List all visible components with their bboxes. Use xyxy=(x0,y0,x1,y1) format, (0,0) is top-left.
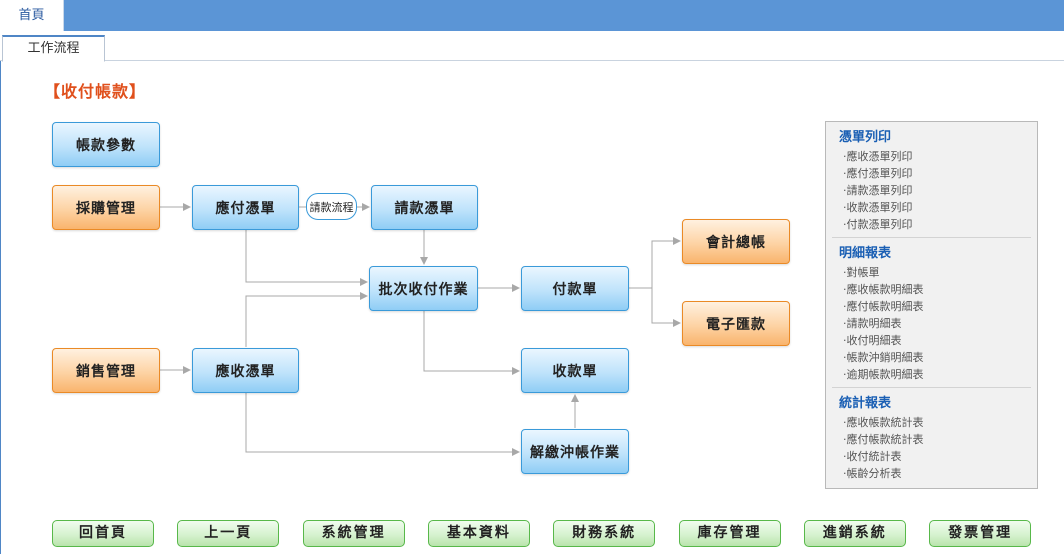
panel-report-link[interactable]: ‧應收帳款明細表 xyxy=(843,283,924,296)
panel-report-link[interactable]: ‧收付統計表 xyxy=(843,450,902,463)
bottom-nav-button[interactable]: 進銷系統 xyxy=(803,520,906,547)
panel-report-link[interactable]: ‧收款憑單列印 xyxy=(843,201,913,214)
bottom-nav-button[interactable]: 發票管理 xyxy=(929,520,1032,547)
arrow-receivable-to-offset xyxy=(245,393,520,456)
panel-report-link[interactable]: ‧請款明細表 xyxy=(843,317,902,330)
bottom-nav-button[interactable]: 上一頁 xyxy=(177,520,280,547)
sub-tab-bar: 工作流程 xyxy=(0,31,1064,62)
node-electronic-transfer[interactable]: 電子匯款 xyxy=(682,301,790,346)
panel-report-link[interactable]: ‧付款憑單列印 xyxy=(843,218,913,231)
arrow-batch-to-receipt xyxy=(423,311,520,375)
bottom-nav-button[interactable]: 回首頁 xyxy=(52,520,154,547)
node-offset-operation[interactable]: 解繳沖帳作業 xyxy=(521,429,629,474)
panel-divider xyxy=(832,237,1031,238)
panel-divider xyxy=(832,387,1031,388)
panel-report-link[interactable]: ‧收付明細表 xyxy=(843,334,902,347)
panel-group: 憑單列印 ‧應收憑單列印 ‧應付憑單列印 ‧請款憑單列印 ‧收款憑單列印 ‧付款憑單列印 xyxy=(826,128,1037,233)
panel-group: 統計報表 ‧應收帳款統計表 ‧應付帳款統計表 ‧收付統計表 ‧帳齡分析表 xyxy=(826,394,1037,482)
page-title: 【收付帳款】 xyxy=(44,82,147,101)
panel-report-link[interactable]: ‧逾期帳款明細表 xyxy=(843,368,924,381)
panel-report-link[interactable]: ‧應付憑單列印 xyxy=(843,167,913,180)
arrow-to-ledger xyxy=(651,237,681,288)
node-general-ledger[interactable]: 會計總帳 xyxy=(682,219,790,264)
node-receivable-voucher[interactable]: 應收憑單 xyxy=(192,348,299,393)
node-account-params[interactable]: 帳款參數 xyxy=(52,122,160,167)
node-request-voucher[interactable]: 請款憑單 xyxy=(371,185,478,230)
node-receipt-slip[interactable]: 收款單 xyxy=(521,348,629,393)
panel-report-link[interactable]: ‧應付帳款明細表 xyxy=(843,300,924,313)
bottom-nav-button[interactable]: 庫存管理 xyxy=(678,520,781,547)
node-sales-management[interactable]: 銷售管理 xyxy=(52,348,160,393)
tab-workflow[interactable]: 工作流程 xyxy=(2,35,105,62)
report-panel: 憑單列印 ‧應收憑單列印 ‧應付憑單列印 ‧請款憑單列印 ‧收款憑單列印 ‧付款憑單列印明… xyxy=(825,121,1038,489)
panel-report-link[interactable]: ‧應收憑單列印 xyxy=(843,150,913,163)
bottom-nav-button[interactable]: 基本資料 xyxy=(427,520,530,547)
panel-report-link[interactable]: ‧請款憑單列印 xyxy=(843,184,913,197)
arrow-receivable-to-batch xyxy=(245,292,368,347)
bottom-nav-button[interactable]: 財務系統 xyxy=(553,520,656,547)
node-purchase-management[interactable]: 採購管理 xyxy=(52,185,160,230)
panel-group-title[interactable]: 統計報表 xyxy=(839,396,892,411)
node-payable-voucher[interactable]: 應付憑單 xyxy=(192,185,299,230)
left-border xyxy=(0,61,1,554)
panel-group-title[interactable]: 明細報表 xyxy=(839,246,892,261)
arrow-payable-to-batch xyxy=(245,230,368,286)
bottom-nav-button[interactable]: 系統管理 xyxy=(302,520,405,547)
node-payment-slip[interactable]: 付款單 xyxy=(521,266,629,311)
arrow-to-transfer xyxy=(651,288,681,327)
node-batch-payment[interactable]: 批次收付作業 xyxy=(369,266,478,311)
top-bar: 首頁 xyxy=(0,0,1064,31)
panel-report-link[interactable]: ‧應付帳款統計表 xyxy=(843,433,924,446)
panel-report-link[interactable]: ‧帳齡分析表 xyxy=(843,467,902,480)
panel-report-link[interactable]: ‧對帳單 xyxy=(843,266,880,279)
panel-group: 明細報表 ‧對帳單 ‧應收帳款明細表 ‧應付帳款明細表 ‧請款明細表 ‧收付明細表 ‧帳款沖… xyxy=(826,244,1037,383)
panel-report-link[interactable]: ‧帳款沖銷明細表 xyxy=(843,351,924,364)
tab-home[interactable]: 首頁 xyxy=(0,0,64,31)
panel-group-title[interactable]: 憑單列印 xyxy=(839,130,892,145)
panel-report-link[interactable]: ‧應收帳款統計表 xyxy=(843,416,924,429)
node-request-flow[interactable]: 請款流程 xyxy=(306,193,357,220)
